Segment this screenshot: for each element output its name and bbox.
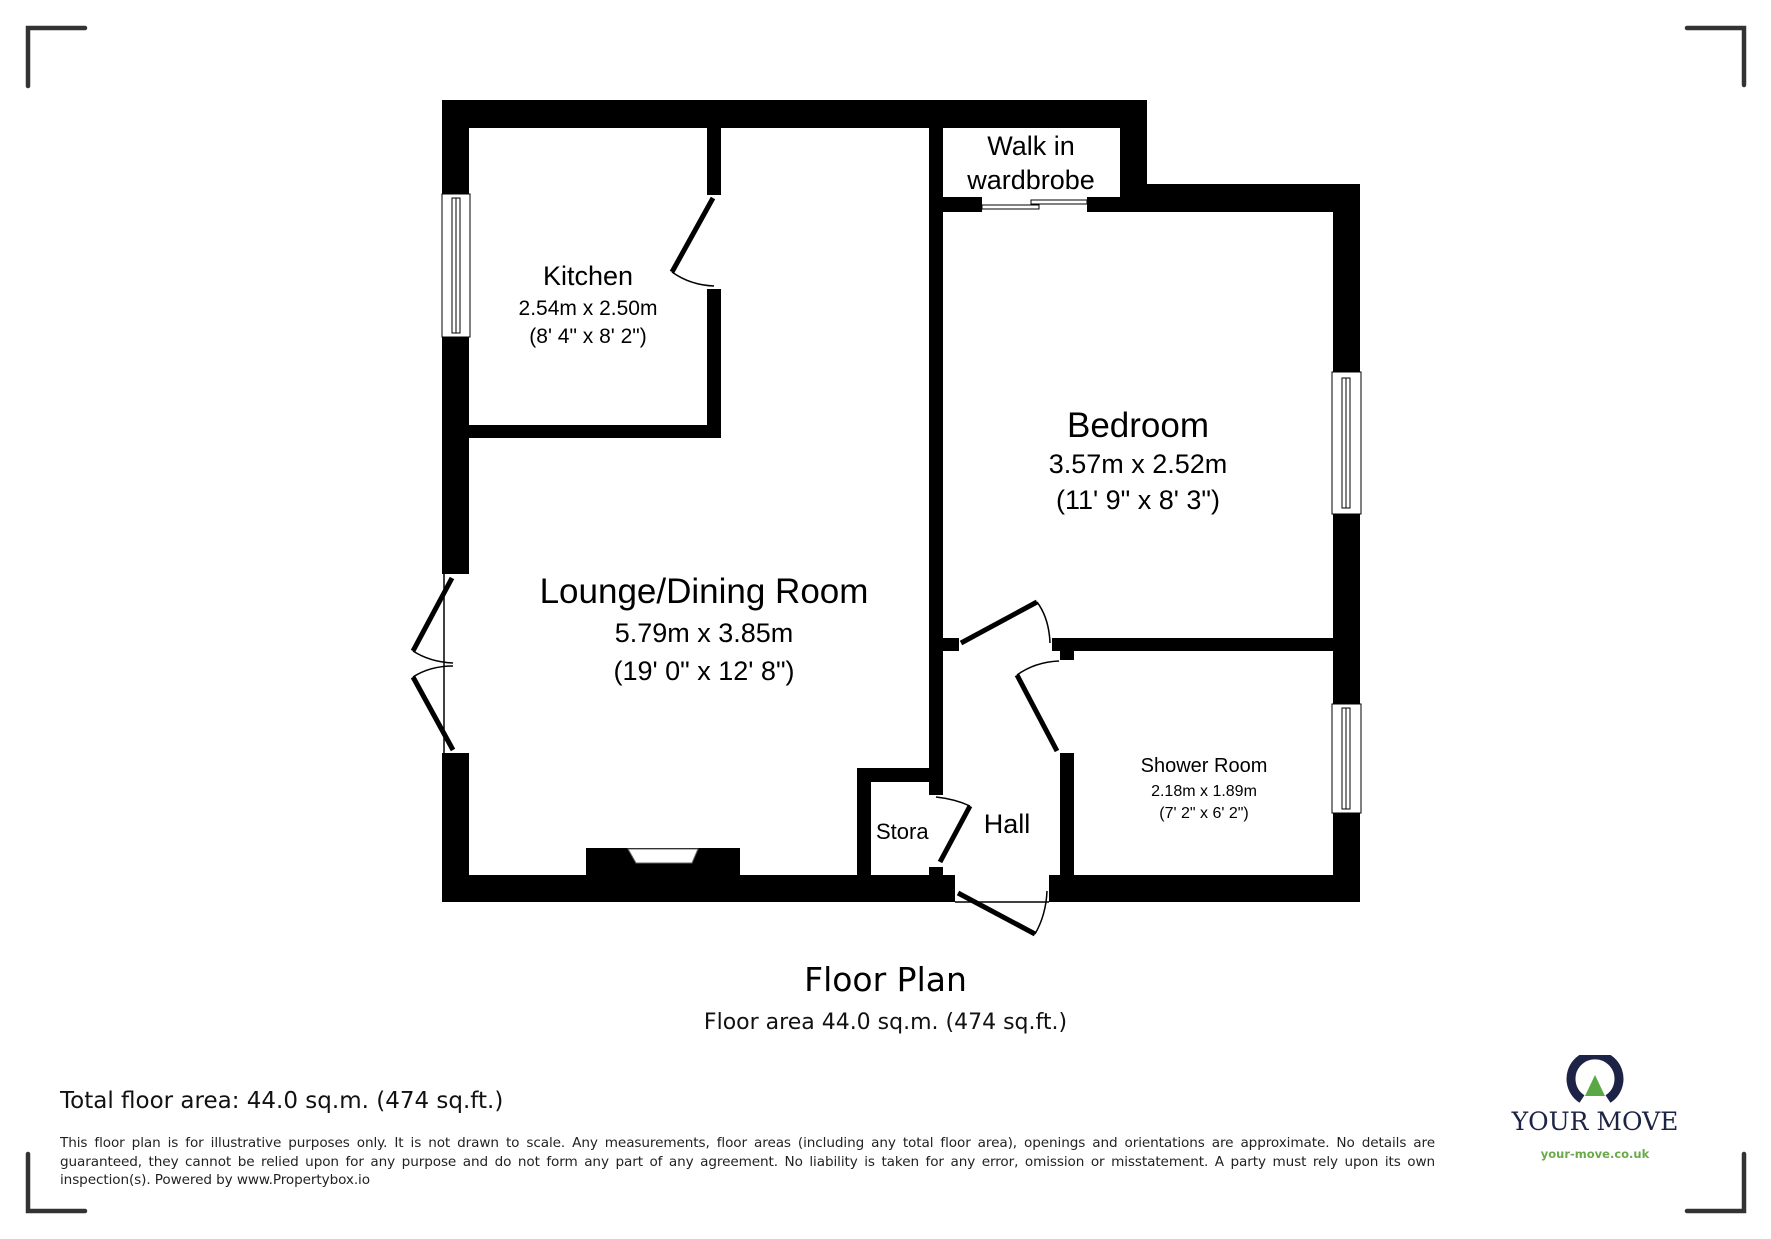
wardrobe-name-line2: wardbrobe [966, 165, 1095, 195]
shower-door-icon [1014, 660, 1060, 753]
door-icons [410, 196, 1088, 937]
shower-imperial: (7' 2" x 6' 2") [1159, 805, 1249, 822]
crop-marks [25, 25, 1747, 1214]
kitchen-name: Kitchen [543, 261, 633, 291]
disclaimer-text: This floor plan is for illustrative purp… [60, 1135, 1435, 1188]
total-floor-area: Total floor area: 44.0 sq.m. (474 sq.ft.… [60, 1088, 504, 1114]
wardrobe-sliding-door-icon [981, 199, 1088, 210]
lounge-name: Lounge/Dining Room [540, 572, 869, 611]
your-move-logo: YOUR MOVE your-move.co.uk [1500, 1055, 1690, 1165]
hall-name: Hall [984, 809, 1031, 839]
fireplace-icon [627, 848, 699, 864]
shower-window-icon [1331, 703, 1362, 814]
bedroom-name: Bedroom [1067, 406, 1209, 445]
wardrobe-name-line1: Walk in [987, 131, 1075, 161]
lounge-imperial: (19' 0" x 12' 8") [613, 656, 794, 686]
window-icons [441, 193, 1362, 814]
logo-url: your-move.co.uk [1540, 1147, 1650, 1161]
kitchen-imperial: (8' 4" x 8' 2") [529, 325, 646, 348]
kitchen-door-icon [669, 196, 716, 287]
logo-mark-icon [1566, 1055, 1624, 1103]
kitchen-window-icon [441, 193, 471, 338]
bedroom-metric: 3.57m x 2.52m [1049, 449, 1228, 479]
entrance-door-icon [955, 890, 1049, 937]
kitchen-metric: 2.54m x 2.50m [519, 297, 658, 320]
logo-name: YOUR MOVE [1511, 1107, 1679, 1136]
shower-name: Shower Room [1141, 755, 1268, 777]
room-labels: Kitchen 2.54m x 2.50m (8' 4" x 8' 2") Lo… [519, 131, 1268, 844]
french-doors-icon [410, 574, 456, 753]
plan-title: Floor Plan [804, 960, 967, 999]
shower-metric: 2.18m x 1.89m [1151, 783, 1257, 800]
bedroom-imperial: (11' 9" x 8' 3") [1056, 485, 1220, 515]
bedroom-window-icon [1331, 371, 1362, 515]
walls [442, 100, 1360, 902]
store-name: Stora [876, 819, 929, 844]
bedroom-door-icon [959, 599, 1051, 646]
lounge-metric: 5.79m x 3.85m [615, 618, 794, 648]
plan-floor-area: Floor area 44.0 sq.m. (474 sq.ft.) [703, 1010, 1068, 1035]
store-door-icon [935, 796, 973, 864]
